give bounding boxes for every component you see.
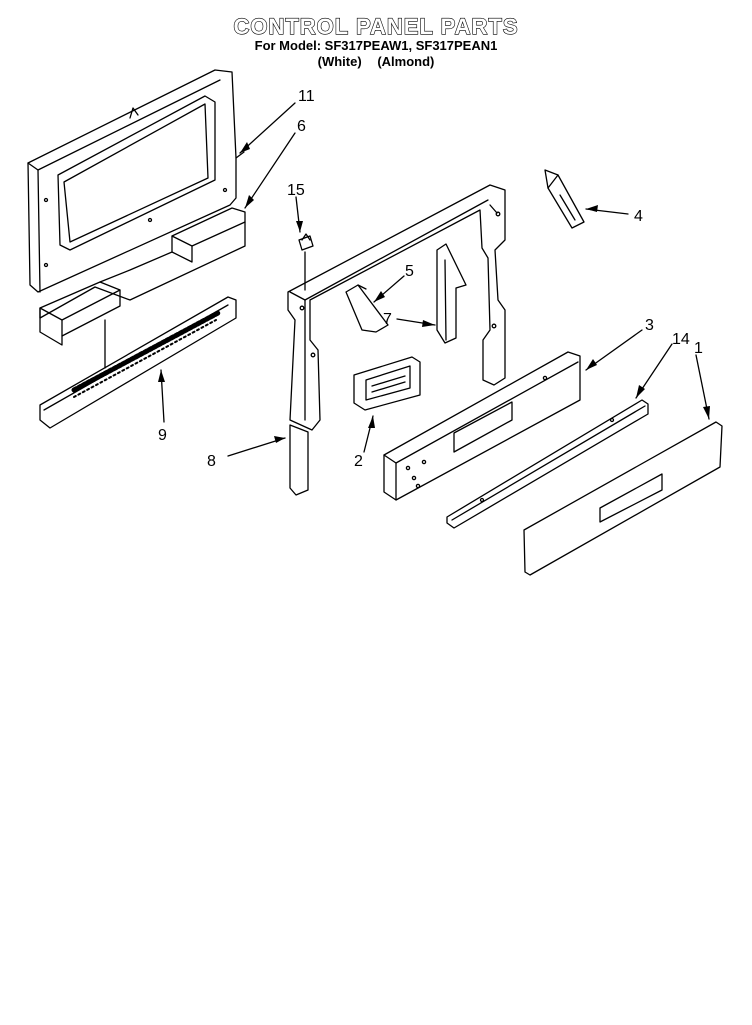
- callout-11: 11: [298, 88, 315, 105]
- callout-1: 1: [694, 340, 703, 357]
- leader-lines: [160, 102, 710, 457]
- callout-9: 9: [158, 427, 167, 444]
- variant-almond: (Almond): [377, 54, 435, 69]
- page-title: CONTROL PANEL PARTS: [233, 13, 519, 39]
- part-11-rear-panel: [27, 69, 245, 293]
- callout-15: 15: [287, 182, 305, 199]
- part-9-vent-strip: [39, 296, 237, 429]
- part-14-trim-strip: [446, 399, 649, 529]
- variant-white: (White): [317, 54, 362, 69]
- callout-2: 2: [354, 453, 363, 470]
- callout-7: 7: [383, 311, 392, 328]
- part-6-bracket: [39, 207, 246, 346]
- callout-6: 6: [297, 118, 306, 135]
- callout-3: 3: [645, 317, 654, 334]
- callout-labels: 11 6 15 4 5 7 3 14 1 9 8 2: [158, 88, 703, 470]
- model-line: For Model: SF317PEAW1, SF317PEAN1: [254, 38, 498, 53]
- part-15-clip: [298, 233, 314, 251]
- callout-4: 4: [634, 208, 643, 225]
- part-7-bracket: [436, 243, 467, 344]
- part-2-display-module: [353, 356, 421, 411]
- part-1-front-overlay: [523, 421, 723, 576]
- callout-14: 14: [672, 331, 690, 348]
- leader-arrowheads: [158, 142, 710, 443]
- callout-8: 8: [207, 453, 216, 470]
- part-8-frame: [287, 184, 506, 496]
- part-4-side-trim: [544, 169, 585, 229]
- callout-5: 5: [405, 263, 414, 280]
- variant-line: (White) (Almond): [0, 54, 752, 69]
- part-5-insert: [345, 284, 389, 333]
- part-3-control-panel: [383, 351, 581, 501]
